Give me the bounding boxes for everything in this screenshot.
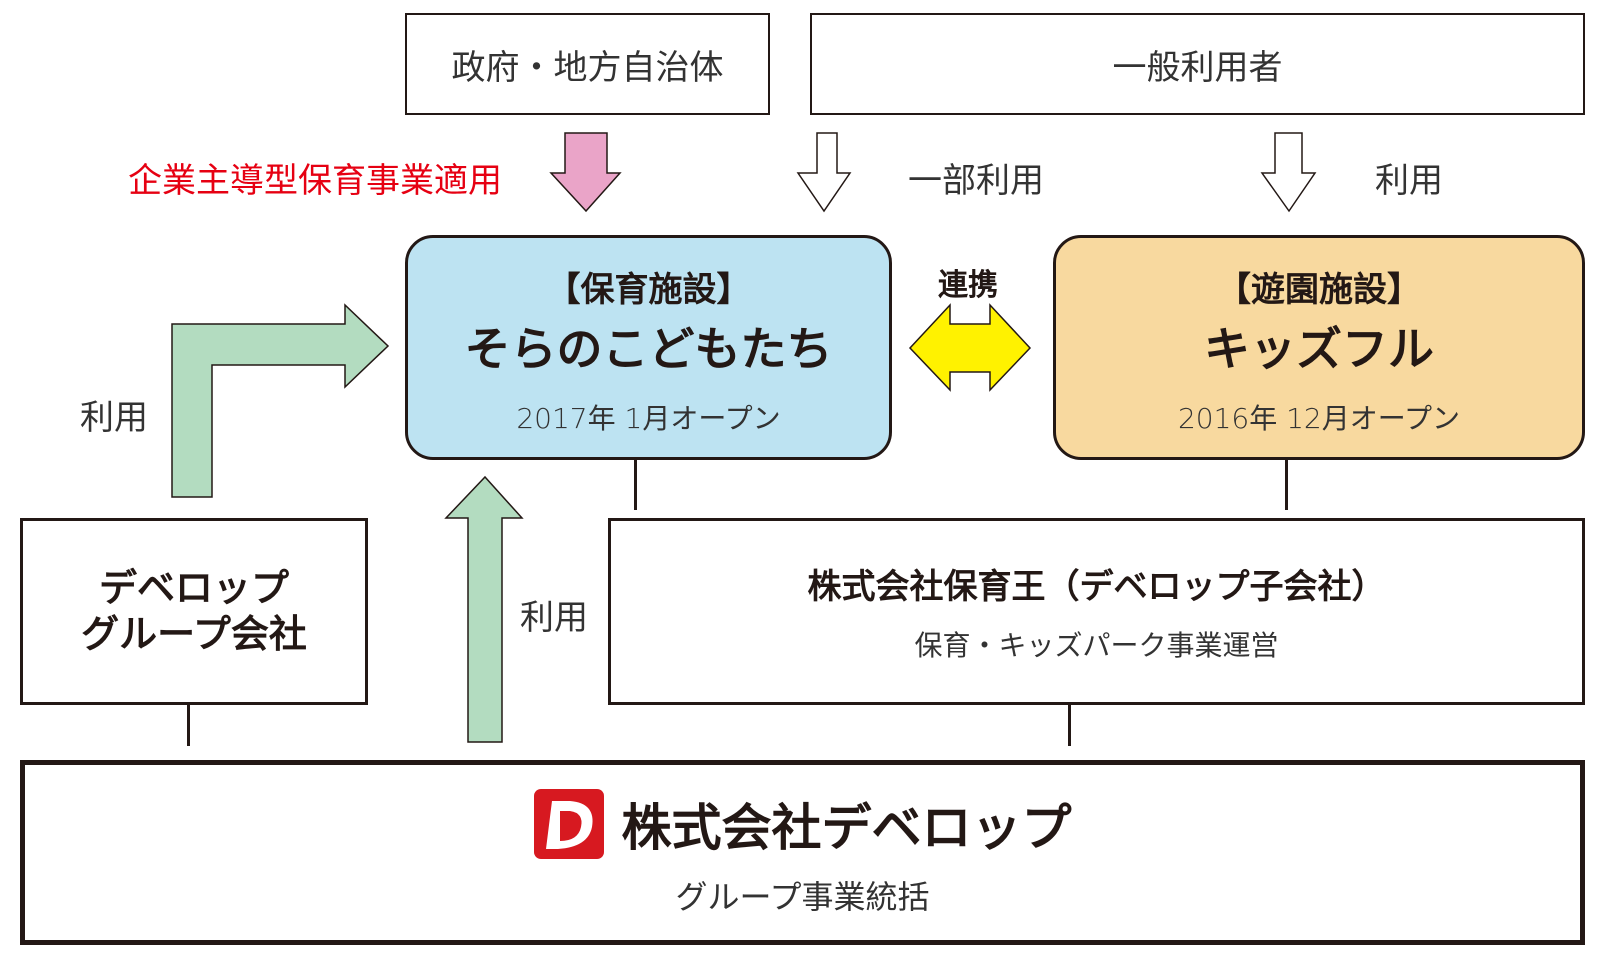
subsidiary-role: 保育・キッズパーク事業運営 xyxy=(914,629,1279,662)
white-down-arrow-partial xyxy=(796,132,852,213)
subsidiary-name: 株式会社保育王（デベロップ子会社） xyxy=(807,567,1386,607)
group-companies-box: デベロップ グループ会社 xyxy=(20,518,368,705)
partnership-label: 連携 xyxy=(938,268,998,303)
nursery-opened: 2017年 1月オープン xyxy=(516,402,781,435)
general-users-label: 一般利用者 xyxy=(1112,47,1283,88)
yellow-double-arrow xyxy=(908,303,1032,392)
business-program-label: 企業主導型保育事業適用 xyxy=(128,161,502,201)
playground-category: 【遊園施設】 xyxy=(1217,270,1421,310)
playground-name: キッズフル xyxy=(1204,322,1434,376)
subsidiary-box: 株式会社保育王（デベロップ子会社） 保育・キッズパーク事業運営 xyxy=(608,518,1585,705)
pink-down-arrow xyxy=(549,132,622,213)
nursery-facility-box: 【保育施設】 そらのこどもたち 2017年 1月オープン xyxy=(405,235,892,460)
parent-company-box: 株式会社デベロップ グループ事業統括 xyxy=(20,760,1585,945)
use-label-right: 利用 xyxy=(1375,161,1443,201)
parent-company-header: 株式会社デベロップ xyxy=(533,788,1072,860)
parent-company-role: グループ事業統括 xyxy=(675,877,930,916)
playground-facility-box: 【遊園施設】 キッズフル 2016年 12月オープン xyxy=(1053,235,1585,460)
government-label: 政府・地方自治体 xyxy=(451,47,724,88)
develop-logo-icon xyxy=(533,788,604,859)
playground-opened: 2016年 12月オープン xyxy=(1177,402,1461,435)
use-label-left: 利用 xyxy=(80,398,148,438)
nursery-category: 【保育施設】 xyxy=(546,270,751,310)
green-elbow-arrow xyxy=(171,303,390,498)
partial-use-label: 一部利用 xyxy=(908,161,1044,201)
connector-playground-subsidiary xyxy=(1285,452,1288,510)
connector-nursery-subsidiary xyxy=(634,452,637,510)
connector-group-parent xyxy=(187,690,190,746)
group-companies-line2: グループ会社 xyxy=(81,611,307,656)
white-down-arrow-use xyxy=(1260,132,1317,213)
general-users-box: 一般利用者 xyxy=(810,13,1585,115)
connector-subsidiary-parent xyxy=(1068,690,1071,746)
use-label-center: 利用 xyxy=(520,598,588,638)
government-box: 政府・地方自治体 xyxy=(405,13,770,115)
group-companies-line1: デベロップ xyxy=(98,565,289,610)
green-up-arrow xyxy=(444,475,524,743)
nursery-name: そらのこどもたち xyxy=(464,322,833,376)
parent-company-name: 株式会社デベロップ xyxy=(621,798,1072,857)
